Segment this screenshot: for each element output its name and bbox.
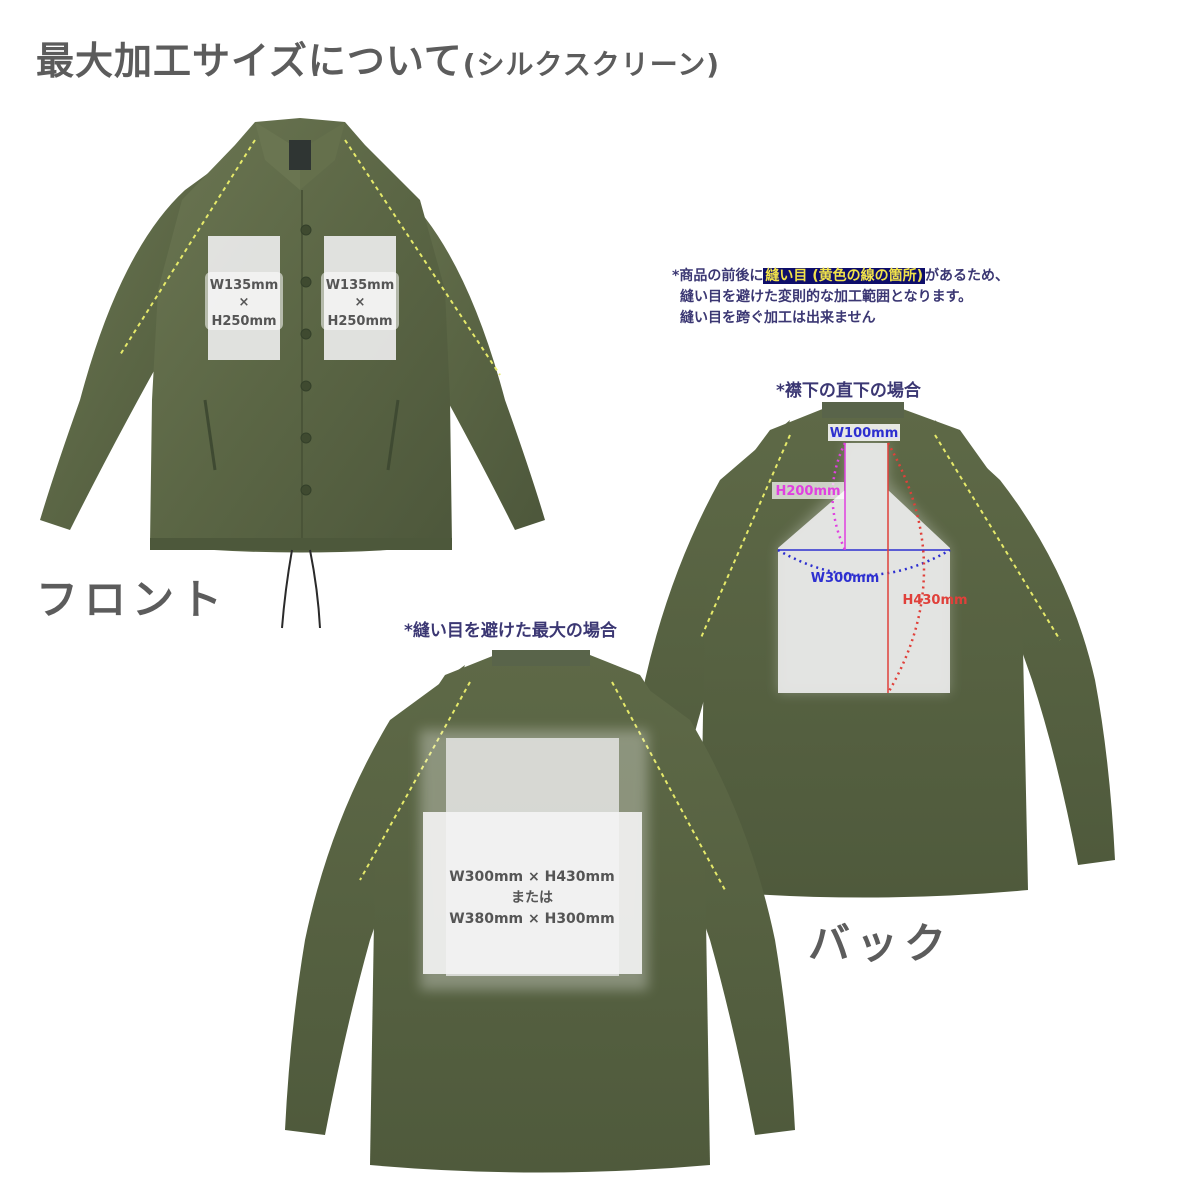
note-highlight: 縫い目 (黄色の線の箇所) — [763, 268, 925, 284]
front-right-h: H250mm — [327, 314, 392, 329]
note-line1: *商品の前後に縫い目 (黄色の線の箇所)があるため、 — [672, 268, 1009, 284]
back-jacket-max-case: W300mm × H430mm または W380mm × H300mm — [285, 650, 795, 1173]
front-right-x: × — [355, 295, 366, 310]
back1-print-area — [778, 443, 950, 693]
front-label: フロント — [36, 575, 229, 624]
front-left-w: W135mm — [210, 278, 279, 293]
title-sub: (シルクスクリーン) — [462, 48, 721, 81]
back2-print-area-wide — [423, 812, 642, 974]
collar-case-caption: *襟下の直下の場合 — [776, 381, 921, 401]
max-case-caption: *縫い目を避けた最大の場合 — [404, 621, 617, 641]
note-line2: 縫い目を避けた変則的な加工範囲となります。 — [680, 289, 973, 305]
back-label: バック — [808, 919, 953, 968]
front-jacket: W135mm × H250mm W135mm × H250mm — [40, 118, 545, 629]
seam-note: *商品の前後に縫い目 (黄色の線の箇所)があるため、 縫い目を避けた変則的な加工… — [672, 266, 1009, 329]
back2-line3: W380mm × H300mm — [449, 911, 614, 927]
back1-h-mid-label: H200mm — [775, 484, 840, 499]
note-line3: 縫い目を跨ぐ加工は出来ません — [680, 310, 876, 326]
front-left-h: H250mm — [211, 314, 276, 329]
back2-seam-left — [359, 681, 471, 881]
back1-seam-left — [699, 434, 791, 641]
front-left-x: × — [239, 295, 250, 310]
page-title: 最大加工サイズについて(シルクスクリーン) — [36, 30, 720, 85]
front-right-w: W135mm — [326, 278, 395, 293]
front-snaps — [300, 224, 312, 496]
back1-w-top-label: W100mm — [830, 426, 899, 441]
title-main: 最大加工サイズについて — [36, 39, 463, 83]
front-seam-right — [344, 139, 501, 376]
back2-line1: W300mm × H430mm — [449, 869, 614, 885]
front-seam-left — [119, 139, 256, 356]
back1-h-full-label: H430mm — [902, 593, 967, 608]
back1-w-mid-label: W300mm — [811, 571, 880, 586]
back2-line2: または — [511, 890, 553, 906]
back1-seam-right — [934, 434, 1061, 641]
